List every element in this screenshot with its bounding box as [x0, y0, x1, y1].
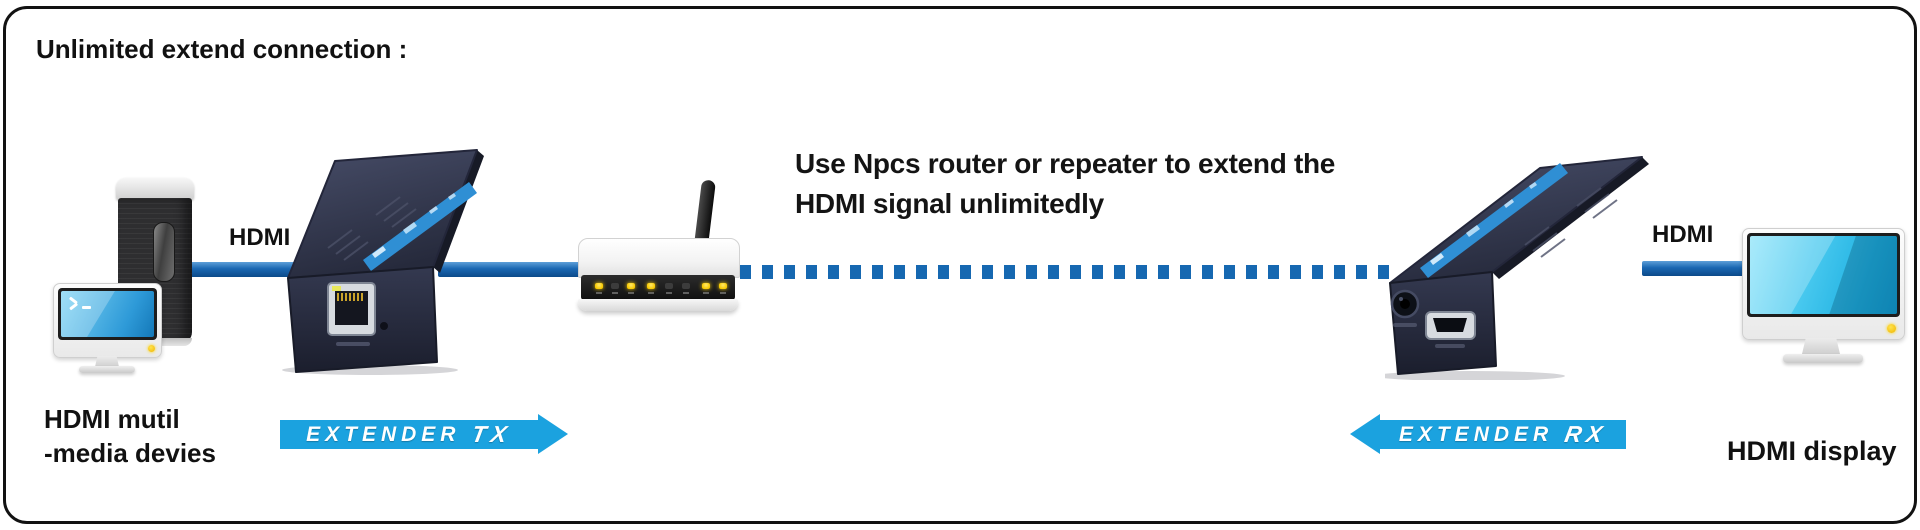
pc-tower-top: [116, 178, 194, 200]
router-body: [578, 238, 740, 278]
rx-top-stripe: [1420, 163, 1568, 278]
extender-rx-suffix: RX: [1562, 421, 1610, 447]
display-monitor-screen: [1750, 236, 1897, 314]
rj45-lan-port: [327, 282, 376, 336]
source-device-caption: HDMI mutil -media devies: [44, 402, 216, 470]
router-led: [719, 283, 727, 294]
router-led: [647, 283, 655, 294]
extender-rx-banner: EXTENDER RX: [1380, 420, 1626, 449]
port-led: [332, 286, 341, 291]
source-monitor-icon: [53, 283, 162, 358]
network-dashed-link: [740, 265, 1393, 279]
source-monitor-screen: [61, 291, 154, 337]
dc-power-jack: [1390, 289, 1420, 319]
source-monitor-stand: [95, 356, 119, 367]
display-monitor-base: [1783, 354, 1863, 363]
rx-arrow-left-icon: [1350, 414, 1380, 454]
pc-tower-drive-slot: [153, 222, 175, 282]
hdmi-cable-rx-to-display: [1642, 261, 1754, 276]
router-led: [682, 283, 690, 294]
hdmi-out-port: [1425, 311, 1476, 340]
power-led: [1887, 324, 1896, 333]
tx-vent-lines: [327, 196, 417, 261]
router-icon: [570, 178, 748, 320]
router-led: [665, 283, 673, 294]
tx-top-stripe: [363, 182, 477, 271]
extender-rx-device-icon: [1385, 156, 1649, 380]
hdmi-cable-source-to-tx: [186, 262, 298, 277]
extender-tx-suffix: TX: [470, 421, 515, 447]
terminal-cursor-icon: [82, 306, 91, 309]
source-caption-line-2: -media devies: [44, 438, 216, 468]
tx-arrow-right-icon: [538, 414, 568, 454]
router-led: [595, 283, 603, 294]
source-caption-line-1: HDMI mutil: [44, 404, 180, 434]
extender-tx-banner: EXTENDER TX: [280, 420, 538, 449]
source-monitor-base: [79, 366, 135, 373]
display-monitor-stand: [1802, 338, 1840, 354]
router-led: [702, 283, 710, 294]
extender-tx-device-icon: [282, 149, 484, 375]
hdmi-label-right: HDMI: [1652, 221, 1714, 248]
rx-vent-lines: [1524, 187, 1618, 258]
extender-rx-word: EXTENDER: [1398, 422, 1554, 446]
tx-screw: [380, 322, 388, 330]
source-monitor-bezel: [58, 288, 157, 340]
router-led: [611, 283, 619, 294]
display-caption: HDMI display: [1727, 436, 1897, 466]
cable-tx-to-router: [438, 262, 588, 277]
power-led: [148, 345, 155, 352]
display-monitor-icon: [1742, 228, 1905, 340]
hdmi-label-left: HDMI: [229, 224, 291, 251]
router-front-panel: [581, 275, 735, 300]
note-line-2: HDMI signal unlimitedly: [795, 188, 1104, 219]
terminal-prompt-icon: [69, 298, 81, 310]
note-line-1: Use Npcs router or repeater to extend th…: [795, 148, 1336, 179]
diagram-title: Unlimited extend connection :: [36, 34, 408, 64]
display-monitor-bezel: [1747, 233, 1900, 317]
router-led: [627, 283, 635, 294]
router-antenna: [694, 179, 716, 247]
router-base: [578, 299, 738, 311]
extender-tx-word: EXTENDER: [306, 422, 461, 446]
